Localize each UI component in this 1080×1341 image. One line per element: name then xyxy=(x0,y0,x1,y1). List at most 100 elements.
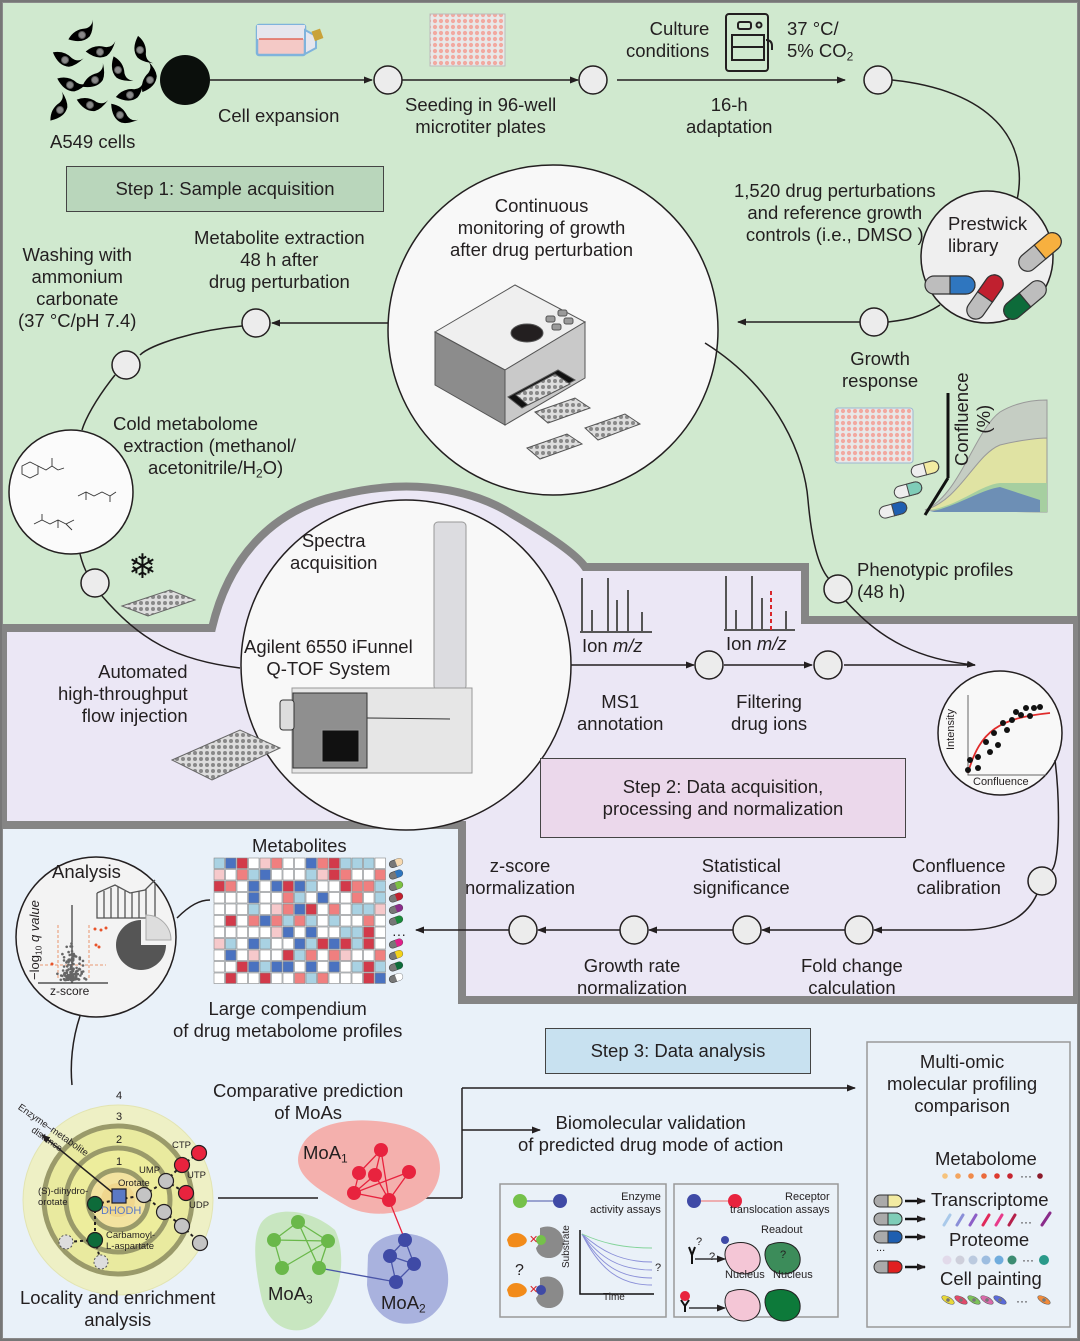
protein-glyph xyxy=(994,1255,1004,1265)
heatmap-cell xyxy=(305,961,317,973)
metabolome-dot xyxy=(1037,1173,1043,1179)
ion-mz-label-filtered: Ion m/z xyxy=(726,633,787,654)
confluence-axis-label-small: Confluence xyxy=(973,776,1029,788)
qtof-instrument-icon xyxy=(279,521,473,774)
heatmap-cell xyxy=(351,857,363,869)
drug-capsule xyxy=(388,973,404,983)
heatmap-cell xyxy=(317,961,329,973)
heatmap-cell xyxy=(236,961,248,973)
heatmap-cell xyxy=(340,961,352,973)
heatmap-cell xyxy=(305,915,317,927)
heatmap-cell xyxy=(340,869,352,881)
heatmap-cell xyxy=(248,949,260,961)
volcano-point xyxy=(69,978,73,982)
volcano-point xyxy=(76,972,80,976)
flow-injection-label: Automated high-throughput flow injection xyxy=(58,661,188,726)
heatmap-cell xyxy=(236,938,248,950)
omic-metabolome: Metabolome xyxy=(935,1148,1037,1169)
drug-capsule xyxy=(388,904,404,914)
heatmap-cell xyxy=(305,949,317,961)
growth-rate-label: Growth rate normalization xyxy=(577,955,688,998)
metabolome-dot xyxy=(981,1173,987,1179)
drug-capsule xyxy=(388,892,404,903)
volcano-point xyxy=(63,972,66,976)
volcano-x-label: z-score xyxy=(50,984,90,998)
heatmap-cell xyxy=(328,857,340,869)
enzyme-assay-label: Enzyme activity assays xyxy=(590,1191,661,1216)
heatmap-cell xyxy=(282,857,294,869)
volcano-point xyxy=(65,945,68,949)
scatter-point xyxy=(983,739,989,745)
volcano-point xyxy=(72,962,75,966)
heatmap-cell xyxy=(328,949,340,961)
volcano-point xyxy=(66,969,69,972)
scatter-point xyxy=(1037,704,1043,710)
enzyme-assay-box xyxy=(499,1183,667,1318)
transcript-glyph xyxy=(968,1213,978,1227)
heatmap-cell xyxy=(317,972,329,984)
heatmap-cell xyxy=(271,880,283,892)
fold-change-label: Fold change calculation xyxy=(801,955,903,998)
heatmap-cell xyxy=(374,915,386,927)
drug-capsules-icon xyxy=(924,232,1062,320)
ring-number-3: 3 xyxy=(116,1111,123,1123)
scatter-point xyxy=(1023,705,1029,711)
svg-text:✕: ✕ xyxy=(529,1284,538,1296)
heatmap-cell xyxy=(317,926,329,938)
heatmap-cell xyxy=(225,857,237,869)
heatmap-cell xyxy=(271,903,283,915)
heatmap-cell xyxy=(259,915,271,927)
heatmap-cell xyxy=(317,949,329,961)
dhodh-enzyme-node xyxy=(111,1188,127,1204)
heatmap-cell xyxy=(236,972,248,984)
growth-curves-plot xyxy=(923,393,1048,516)
svg-text:···: ··· xyxy=(1020,1215,1032,1229)
volcano-point xyxy=(70,970,73,974)
drug-capsule xyxy=(388,950,404,960)
node-ctp: CTP xyxy=(172,1140,191,1151)
heatmap-cell xyxy=(213,903,225,915)
heatmap-cell xyxy=(351,915,363,927)
heatmap-cell xyxy=(305,857,317,869)
heatmap-cell xyxy=(340,938,352,950)
moa3-label: MoA3 xyxy=(268,1283,313,1307)
capsule-ellipsis: ... xyxy=(876,1242,886,1254)
heatmap-cell xyxy=(374,880,386,892)
heatmap-cell xyxy=(259,949,271,961)
heatmap-cell xyxy=(351,869,363,881)
omics-capsule-arrows xyxy=(873,1194,926,1274)
moa2-label: MoA2 xyxy=(381,1292,426,1316)
heatmap-cell xyxy=(259,926,271,938)
heatmap-cell xyxy=(294,880,306,892)
heatmap-cell xyxy=(294,915,306,927)
plate-icon xyxy=(170,729,282,781)
heatmap-cell xyxy=(305,938,317,950)
node-orotate: Orotate xyxy=(118,1178,150,1189)
drug-capsules-small-icon xyxy=(878,460,940,519)
ion-mz-label: Ion m/z xyxy=(582,635,643,656)
heatmap-cell xyxy=(213,938,225,950)
heatmap-cell xyxy=(305,869,317,881)
volcano-point xyxy=(70,949,74,953)
heatmap-cell xyxy=(363,938,375,950)
heatmap-cell xyxy=(225,915,237,927)
heatmap-cell xyxy=(259,903,271,915)
moa-network-diagram xyxy=(255,1120,449,1331)
metabolome-dots: ··· xyxy=(942,1169,1043,1183)
analysis-circle xyxy=(15,856,177,1018)
heatmap-cell xyxy=(294,938,306,950)
heatmap-ellipsis: ··· xyxy=(392,926,406,942)
heatmap-cell xyxy=(363,880,375,892)
heatmap-cell xyxy=(305,892,317,904)
comparative-prediction-label: Comparative prediction of MoAs xyxy=(213,1080,404,1123)
scatter-point xyxy=(1000,720,1006,726)
ring-number-2: 2 xyxy=(116,1134,123,1146)
heatmap-cell xyxy=(363,857,375,869)
volcano-point xyxy=(81,964,85,967)
intensity-axis-label: Intensity xyxy=(945,709,957,750)
heatmap-cell xyxy=(225,961,237,973)
painted-cell-glyph xyxy=(954,1295,968,1305)
drug-perturbations-label: 1,520 drug perturbations and reference g… xyxy=(734,180,936,245)
protein-glyph xyxy=(942,1255,952,1265)
heatmap-cell xyxy=(294,972,306,984)
